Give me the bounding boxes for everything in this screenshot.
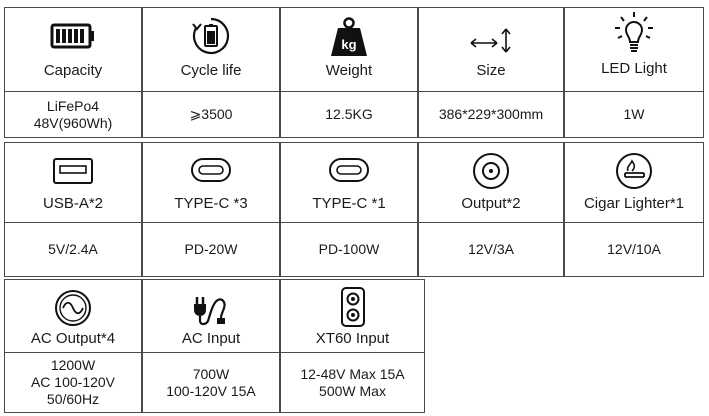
spec-cell-size: Size 386*229*300mm [418,7,564,138]
spec-cell-type-c-3: TYPE-C *3 PD-20W [142,142,280,277]
usb-c-port-icon [191,158,231,182]
kg-label: kg [341,37,356,52]
xt60-input-title: XT60 Input [315,330,390,347]
weight-value: 12.5KG [281,91,417,137]
xt60-port-icon [340,287,365,327]
cigar-lighter-value: 12V/10A [565,222,703,276]
value-line: 12-48V Max 15A [300,365,405,382]
value-line: 1W [623,106,645,122]
ac-input-value: 700W 100-120V 15A [143,352,279,412]
dc-output-port-icon [473,153,509,189]
value-line: 100-120V 15A [166,382,256,399]
type-c-3-title: TYPE-C *3 [174,195,248,212]
ac-input-title: AC Input [181,330,241,347]
spec-cell-weight: kg Weight 12.5KG [280,7,418,138]
capacity-value: LiFePo4 48V(960Wh) [5,91,141,137]
led-light-title: LED Light [601,60,667,77]
value-line: 1200W [50,357,96,373]
value-line: 12V/3A [468,241,514,257]
cycle-life-value: ⩾3500 [143,91,279,137]
spec-cell-led-light: LED Light 1W [564,7,704,138]
size-title: Size [476,62,506,79]
battery-icon [50,23,94,49]
value-line: 12.5KG [325,106,373,122]
type-c-1-title: TYPE-C *1 [312,195,386,212]
spec-cell-ac-input: AC Input 700W 100-120V 15A [142,279,280,413]
spec-cell-cycle-life: Cycle life ⩾3500 [142,7,280,138]
value-line: 48V(960Wh) [33,114,113,131]
spec-cell-capacity: Capacity LiFePo4 48V(960Wh) [4,7,142,138]
type-c-1-value: PD-100W [281,222,417,276]
value-line: ⩾3500 [189,106,233,122]
size-arrows-icon [470,28,511,53]
usb-a-title: USB-A*2 [42,195,104,212]
value-line: PD-100W [318,241,380,257]
ac-output-title: AC Output*4 [30,330,116,347]
spec-cell-output: Output*2 12V/3A [418,142,564,277]
ac-plug-icon [194,297,226,326]
cigar-lighter-title: Cigar Lighter*1 [583,195,685,212]
spec-cell-usb-a: USB-A*2 5V/2.4A [4,142,142,277]
usb-c-port-icon [329,158,369,182]
size-value: 386*229*300mm [419,91,563,137]
ac-output-value: 1200W AC 100-120V 50/60Hz [5,352,141,412]
value-line: PD-20W [184,241,238,257]
output-title: Output*2 [461,195,521,212]
weight-kg-icon: kg [331,17,367,56]
capacity-title: Capacity [43,62,103,79]
value-line: 50/60Hz [46,391,100,407]
led-light-value: 1W [565,91,703,137]
usb-a-port-icon [53,158,93,184]
cycle-battery-icon [192,17,230,55]
output-value: 12V/3A [419,222,563,276]
spec-cell-ac-output: AC Output*4 1200W AC 100-120V 50/60Hz [4,279,142,413]
usb-a-value: 5V/2.4A [5,222,141,276]
cycle-life-title: Cycle life [180,62,242,79]
type-c-3-value: PD-20W [143,222,279,276]
spec-cell-type-c-1: TYPE-C *1 PD-100W [280,142,418,277]
value-line: 12V/10A [607,241,661,257]
cigar-lighter-icon [616,153,652,189]
ac-sine-wave-icon [55,290,91,326]
spec-cell-xt60-input: XT60 Input 12-48V Max 15A 500W Max [280,279,425,413]
value-line: LiFePo4 [46,97,100,114]
xt60-input-value: 12-48V Max 15A 500W Max [281,352,424,412]
spec-cell-cigar-lighter: Cigar Lighter*1 12V/10A [564,142,704,277]
value-line: AC 100-120V [30,374,116,390]
weight-title: Weight [325,62,373,79]
value-line: 700W [192,365,230,382]
value-line: 500W Max [319,382,386,399]
value-line: 386*229*300mm [438,106,544,122]
light-bulb-icon [615,12,653,52]
value-line: 5V/2.4A [48,241,98,257]
